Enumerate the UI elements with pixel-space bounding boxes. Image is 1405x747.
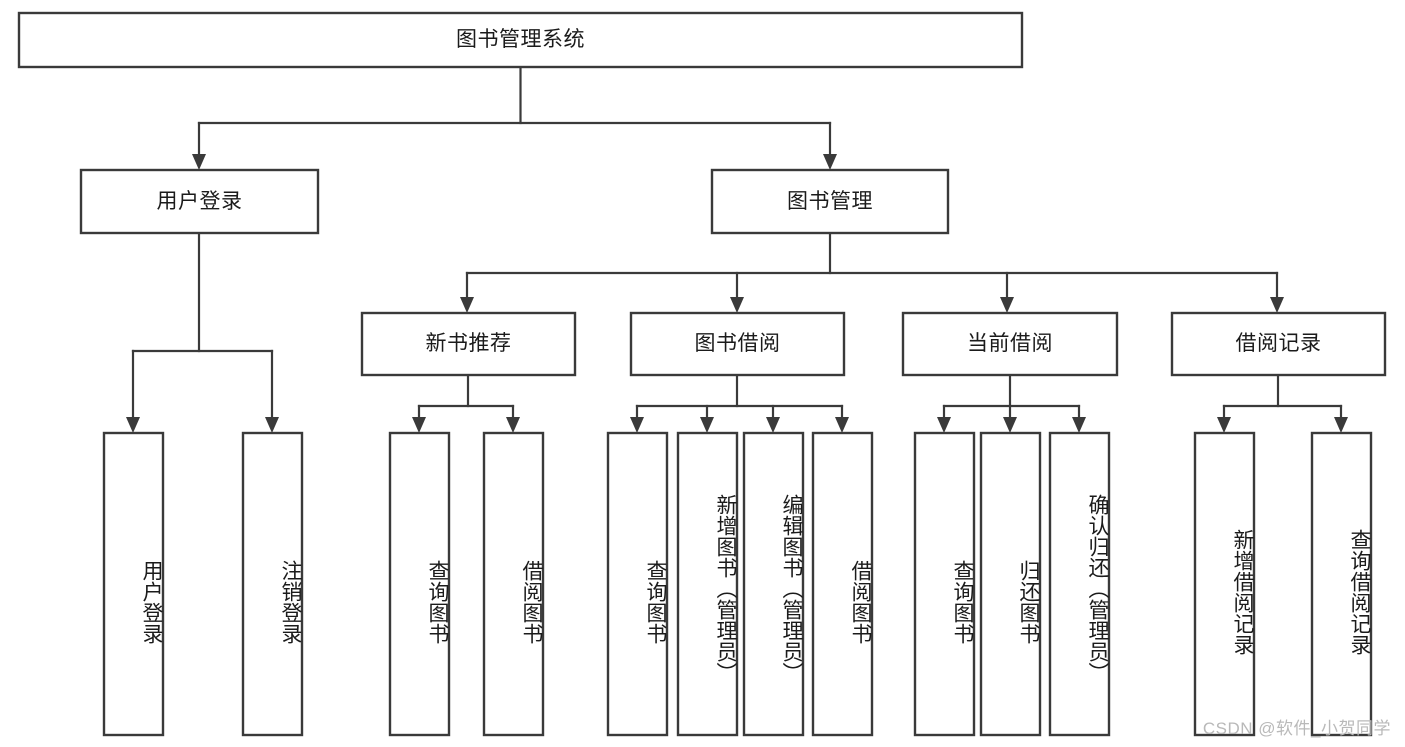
node-box-current-borrow[interactable] bbox=[901, 311, 1119, 377]
arrowhead-bookborrow-leaf4 bbox=[835, 417, 849, 433]
node-label-leaf-add-book: 新增图书（管理员） bbox=[714, 493, 737, 683]
node-box-leaf-borrow-book-a[interactable] bbox=[482, 431, 545, 737]
connector-group-book-borrow bbox=[630, 373, 849, 433]
arrowhead-currentborrow-leaf3 bbox=[1072, 417, 1086, 433]
connector-group-new-book bbox=[412, 373, 520, 433]
arrowhead-book-mgmt bbox=[823, 154, 837, 170]
node-label-leaf-confirm-return: 确认归还（管理员） bbox=[1086, 493, 1109, 683]
arrowhead-newbook-leaf1 bbox=[412, 417, 426, 433]
node-box-leaf-logout[interactable] bbox=[241, 431, 304, 737]
node-label-leaf-edit-book: 编辑图书（管理员） bbox=[780, 493, 803, 683]
node-box-new-book-recommend[interactable] bbox=[360, 311, 577, 377]
arrowhead-new-book bbox=[460, 297, 474, 313]
node-box-leaf-edit-book[interactable] bbox=[742, 431, 805, 737]
node-label-leaf-query-book-c: 查询图书 bbox=[951, 560, 974, 644]
node-label-root: 图书管理系统 bbox=[456, 28, 585, 52]
arrowhead-leaf-user-login bbox=[126, 417, 140, 433]
node-box-book-borrow[interactable] bbox=[629, 311, 846, 377]
node-box-leaf-add-record[interactable] bbox=[1193, 431, 1256, 737]
node-label-book-management: 图书管理 bbox=[787, 189, 873, 213]
node-label-leaf-borrow-book-a: 借阅图书 bbox=[520, 560, 543, 644]
node-box-leaf-confirm-return[interactable] bbox=[1048, 431, 1111, 737]
node-box-root[interactable] bbox=[17, 11, 1024, 69]
csdn-watermark: CSDN @软件_小贺同学 bbox=[1202, 719, 1391, 738]
arrowhead-currentborrow-leaf2 bbox=[1003, 417, 1017, 433]
node-label-leaf-query-book-a: 查询图书 bbox=[426, 560, 449, 644]
node-label-leaf-add-record: 新增借阅记录 bbox=[1231, 529, 1254, 655]
arrowhead-current-borrow bbox=[1000, 297, 1014, 313]
arrowhead-borrow-record bbox=[1270, 297, 1284, 313]
node-label-leaf-user-login: 用户登录 bbox=[140, 560, 163, 644]
node-box-leaf-borrow-book-b[interactable] bbox=[811, 431, 874, 737]
arrowhead-borrowrecord-leaf2 bbox=[1334, 417, 1348, 433]
arrowhead-currentborrow-leaf1 bbox=[937, 417, 951, 433]
arrowhead-leaf-logout bbox=[265, 417, 279, 433]
node-label-leaf-borrow-book-b: 借阅图书 bbox=[849, 560, 872, 644]
arrowhead-book-borrow bbox=[730, 297, 744, 313]
arrowhead-newbook-leaf2 bbox=[506, 417, 520, 433]
connector-group-current-borrow bbox=[937, 373, 1086, 433]
node-box-leaf-query-book-a[interactable] bbox=[388, 431, 451, 737]
arrowhead-user-login bbox=[192, 154, 206, 170]
arrowhead-bookborrow-leaf3 bbox=[766, 417, 780, 433]
node-label-current-borrow: 当前借阅 bbox=[967, 332, 1053, 356]
node-box-user-login[interactable] bbox=[79, 168, 320, 235]
node-label-leaf-return-book: 归还图书 bbox=[1017, 560, 1040, 644]
node-label-user-login: 用户登录 bbox=[156, 189, 243, 213]
node-box-leaf-query-record[interactable] bbox=[1310, 431, 1373, 737]
node-label-borrow-record: 借阅记录 bbox=[1235, 332, 1322, 356]
node-label-leaf-query-record: 查询借阅记录 bbox=[1348, 529, 1371, 655]
arrowhead-bookborrow-leaf1 bbox=[630, 417, 644, 433]
node-box-book-management[interactable] bbox=[710, 168, 950, 235]
node-label-new-book-recommend: 新书推荐 bbox=[425, 332, 512, 356]
arrowhead-borrowrecord-leaf1 bbox=[1217, 417, 1231, 433]
node-box-borrow-record[interactable] bbox=[1170, 311, 1387, 377]
node-label-book-borrow: 图书借阅 bbox=[694, 332, 781, 356]
node-box-leaf-query-book-c[interactable] bbox=[913, 431, 976, 737]
node-box-leaf-user-login[interactable] bbox=[102, 431, 165, 737]
node-box-leaf-query-book-b[interactable] bbox=[606, 431, 669, 737]
node-box-leaf-return-book[interactable] bbox=[979, 431, 1042, 737]
connector-group-book-mgmt bbox=[460, 231, 1284, 313]
node-label-leaf-query-book-b: 查询图书 bbox=[644, 560, 667, 644]
connector-group-borrow-record bbox=[1217, 373, 1348, 433]
node-box-leaf-add-book[interactable] bbox=[676, 431, 739, 737]
node-label-leaf-logout: 注销登录 bbox=[279, 560, 302, 644]
arrowhead-bookborrow-leaf2 bbox=[700, 417, 714, 433]
connector-group-user-login bbox=[126, 231, 279, 433]
connector-group-root bbox=[192, 65, 837, 170]
